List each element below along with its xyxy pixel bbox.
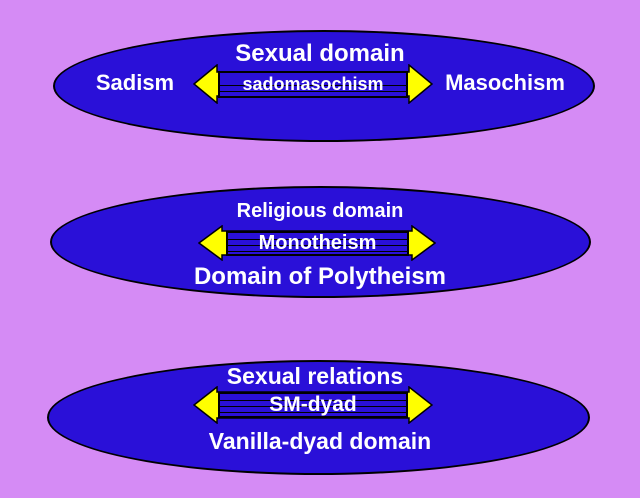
sm-dyad-box: SM-dyad	[218, 392, 408, 418]
sadomasochism-label: sadomasochism	[242, 74, 384, 94]
monotheism-box: Monotheism	[226, 231, 409, 256]
polytheism-domain-label: Domain of Polytheism	[193, 263, 447, 290]
sexual-relations-title: Sexual relations	[226, 363, 404, 389]
monotheism-label: Monotheism	[258, 232, 377, 254]
sadomasochism-box: sadomasochism	[218, 71, 408, 98]
vanilla-dyad-domain-label: Vanilla-dyad domain	[208, 428, 432, 454]
masochism-label: Masochism	[445, 70, 565, 95]
sexual-domain-title: Sexual domain	[235, 40, 405, 67]
sadism-label: Sadism	[95, 70, 175, 95]
sm-dyad-label: SM-dyad	[269, 393, 357, 416]
religious-domain-title: Religious domain	[236, 200, 404, 222]
